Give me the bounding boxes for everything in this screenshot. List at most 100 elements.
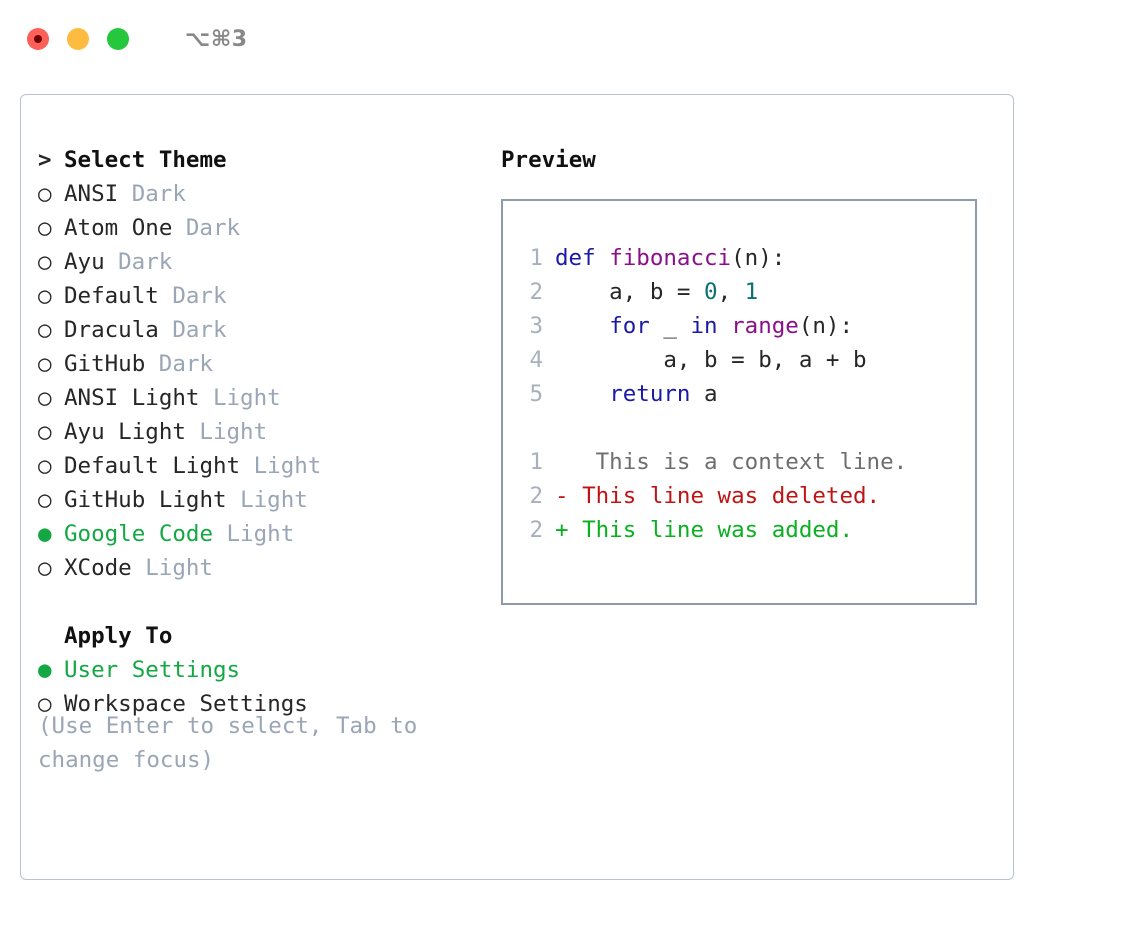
code-token: a [690, 381, 718, 407]
radio-unselected-icon: ○ [38, 453, 52, 479]
theme-option-label: Default [64, 283, 159, 309]
apply-to-option-workspace-settings[interactable]: ○ Workspace Settings [38, 687, 478, 721]
theme-option-label: Default Light [64, 453, 241, 479]
cursor-prompt-icon: > [38, 147, 52, 173]
zoom-button[interactable] [107, 28, 129, 50]
theme-option-default-light[interactable]: ○ Default Light Light [38, 449, 478, 483]
diff-line-ctx: 1 This is a context line. [521, 445, 975, 479]
diff-sample: 1 This is a context line. 2 - This line wa… [521, 445, 975, 547]
apply-to-options-list: ● User Settings ○ Workspace Settings [38, 653, 478, 721]
theme-category-label: Light [253, 453, 322, 479]
code-token: , [717, 279, 745, 305]
minimize-button[interactable] [67, 28, 89, 50]
radio-unselected-icon: ○ [38, 487, 52, 513]
radio-unselected-icon: ○ [38, 555, 52, 581]
code-token [555, 313, 609, 339]
theme-option-xcode[interactable]: ○ XCode Light [38, 551, 478, 585]
code-token: a, b = [555, 279, 705, 305]
code-line: 2 a, b = 0, 1 [521, 275, 975, 309]
theme-option-label: ANSI [64, 181, 119, 207]
theme-category-label: Light [199, 419, 268, 445]
code-token [555, 381, 609, 407]
apply-to-header: ○Apply To [38, 619, 478, 653]
theme-option-label: Ayu [64, 249, 105, 275]
theme-option-label: Atom One [64, 215, 173, 241]
line-number: 2 [529, 483, 543, 509]
code-token: for [609, 313, 650, 339]
radio-unselected-icon: ○ [38, 385, 52, 411]
apply-to-header-label: Apply To [64, 623, 173, 649]
theme-option-label: GitHub Light [64, 487, 227, 513]
radio-unselected-icon: ○ [38, 691, 52, 717]
code-line: 4 a, b = b, a + b [521, 343, 975, 377]
diff-line-del: 2 - This line was deleted. [521, 479, 975, 513]
keyboard-hint-text: (Use Enter to select, Tab to change focu… [38, 713, 418, 773]
line-number: 1 [529, 449, 543, 475]
radio-unselected-icon: ○ [38, 181, 52, 207]
code-token: (n): [798, 313, 854, 339]
code-token: (n): [731, 245, 786, 271]
line-number: 1 [529, 245, 543, 271]
code-token: def [555, 245, 596, 271]
line-number: 2 [529, 517, 543, 543]
code-token: 1 [744, 279, 759, 305]
theme-option-label: Dracula [64, 317, 159, 343]
apply-to-option-user-settings[interactable]: ● User Settings [38, 653, 478, 687]
line-number: 2 [529, 279, 543, 305]
radio-unselected-icon: ○ [38, 215, 52, 241]
select-theme-header: > Select Theme [38, 143, 478, 177]
list-spacer [38, 585, 478, 619]
radio-selected-icon: ● [38, 521, 52, 547]
radio-unselected-icon: ○ [38, 317, 52, 343]
radio-unselected-icon: ○ [38, 249, 52, 275]
code-token: range [731, 313, 799, 339]
diff-line-text: This is a context line. [555, 449, 908, 475]
line-number: 5 [529, 381, 543, 407]
theme-option-label: XCode [64, 555, 132, 581]
apply-to-option-label: User Settings [64, 657, 241, 683]
code-token [718, 313, 732, 339]
radio-selected-icon: ● [38, 657, 52, 683]
title-bar: ⌥⌘3 [0, 0, 1140, 78]
traffic-light-buttons [27, 28, 129, 50]
theme-option-label: Ayu Light [64, 419, 186, 445]
theme-category-label: Light [145, 555, 213, 581]
theme-category-label: Dark [185, 215, 241, 241]
keyboard-shortcut-label: ⌥⌘3 [185, 26, 248, 52]
theme-option-label: Google Code [64, 521, 214, 547]
radio-unselected-icon: ○ [38, 283, 52, 309]
theme-option-github-light[interactable]: ○ GitHub Light Light [38, 483, 478, 517]
theme-category-label: Dark [131, 181, 186, 207]
theme-category-label: Light [212, 385, 281, 411]
theme-option-atom-one[interactable]: ○ Atom One Dark [38, 211, 478, 245]
theme-category-label: Dark [158, 351, 213, 377]
theme-option-label: GitHub [64, 351, 146, 377]
code-token: in [690, 313, 718, 339]
close-button[interactable] [27, 28, 49, 50]
theme-category-label: Light [240, 487, 308, 513]
select-theme-header-label: Select Theme [64, 147, 227, 173]
code-token: return [609, 381, 691, 407]
diff-line-text: + This line was added. [555, 517, 854, 543]
apply-to-header-indent: ○ [38, 619, 64, 653]
apply-to-option-label: Workspace Settings [64, 691, 308, 717]
code-token: _ [649, 313, 691, 339]
theme-option-ansi[interactable]: ○ ANSI Dark [38, 177, 478, 211]
diff-line-text: - This line was deleted. [555, 483, 881, 509]
code-line: 3 for _ in range(n): [521, 309, 975, 343]
diff-line-add: 2 + This line was added. [521, 513, 975, 547]
